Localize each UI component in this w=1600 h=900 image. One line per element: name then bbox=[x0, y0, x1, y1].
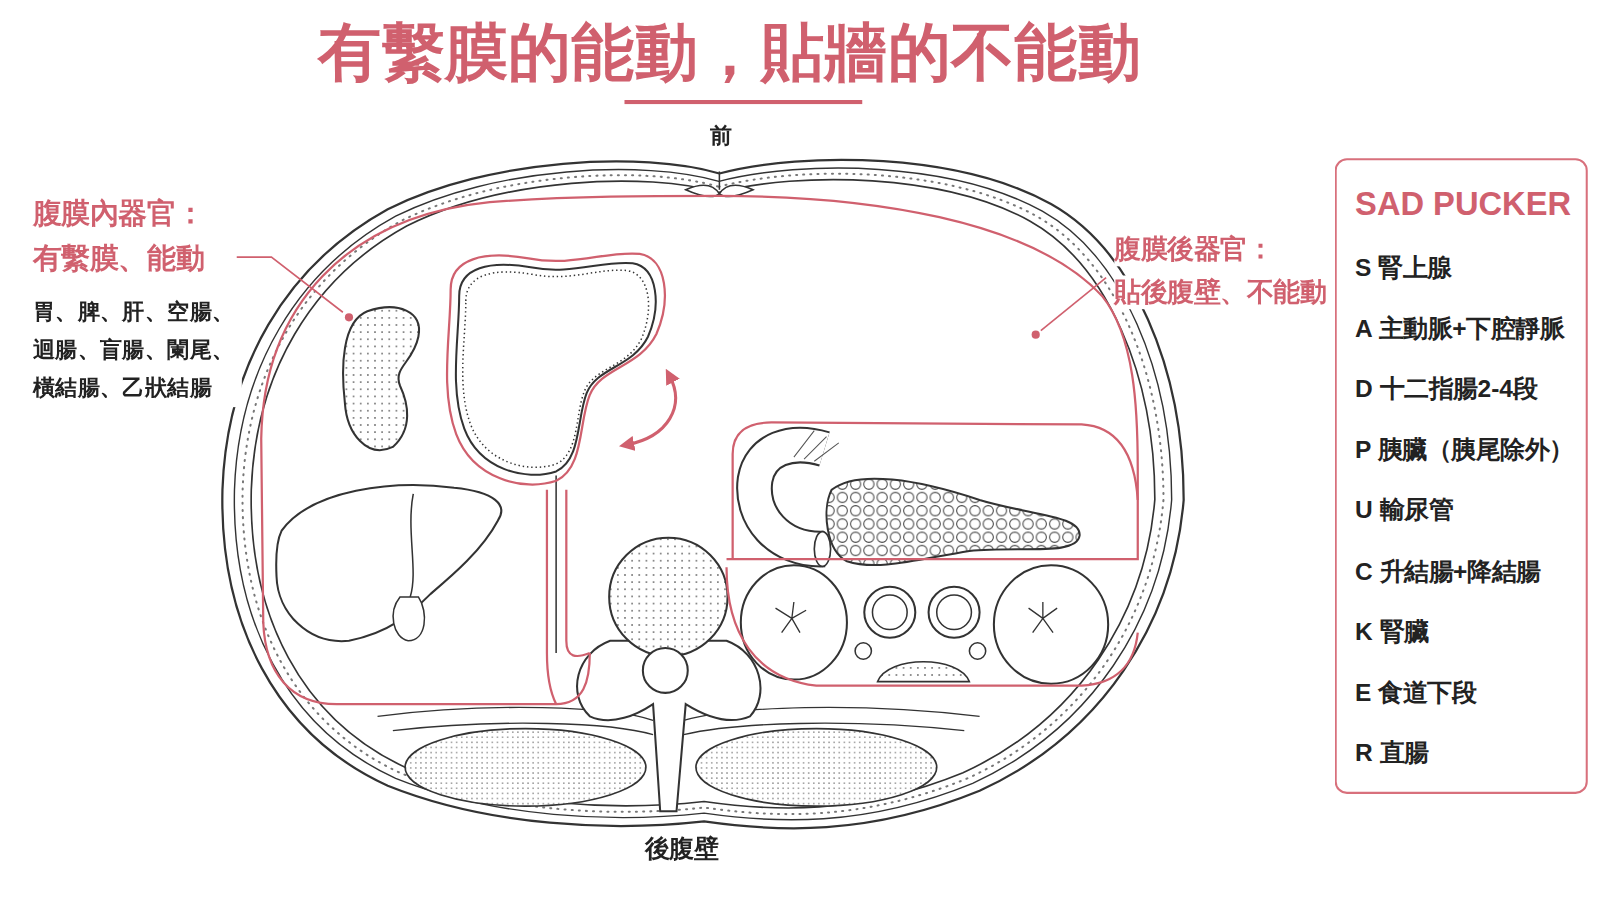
ureter bbox=[969, 643, 985, 659]
annotation-label: 後腹壁 bbox=[645, 834, 718, 865]
label-holder: 有繫膜、能動 bbox=[33, 241, 204, 277]
retroperitoneal-line bbox=[727, 567, 1138, 685]
leader-line bbox=[237, 257, 343, 312]
vena-cava bbox=[929, 587, 980, 638]
aorta-lumen bbox=[872, 595, 907, 630]
mnemonic-item: D 十二指腸2-4段 bbox=[1355, 358, 1575, 419]
annotation-label: 貼後腹壁、不能動 bbox=[1114, 276, 1326, 309]
spleen bbox=[343, 307, 419, 450]
leader-line bbox=[1041, 278, 1106, 331]
annotation-label: 腹膜內器官： bbox=[33, 196, 204, 232]
mnemonic-item: A 主動脈+下腔靜脈 bbox=[1355, 297, 1575, 358]
ureter bbox=[855, 643, 871, 659]
aorta bbox=[864, 587, 915, 638]
title-underline bbox=[624, 100, 862, 104]
psoas-muscle bbox=[878, 662, 970, 682]
label-holder: 後腹壁 bbox=[645, 834, 718, 865]
stomach-mucosa bbox=[463, 270, 649, 467]
mobility-arrow bbox=[627, 376, 676, 445]
body-wall-fat bbox=[243, 174, 1164, 814]
annotation-label: 前 bbox=[710, 121, 732, 149]
mnemonic-heading: SAD PUCKER bbox=[1355, 160, 1575, 223]
duodenum-lumen bbox=[754, 445, 824, 549]
peritoneum-over-pancreas bbox=[733, 422, 1138, 559]
leader-dot bbox=[345, 313, 353, 321]
vena-cava-lumen bbox=[937, 595, 972, 630]
back-muscle bbox=[405, 729, 646, 807]
gallbladder bbox=[393, 597, 424, 641]
vertebral-body bbox=[609, 538, 727, 656]
body-wall-layer bbox=[234, 168, 1171, 820]
spinal-canal bbox=[643, 648, 688, 693]
mnemonic-item: C 升結腸+降結腸 bbox=[1355, 540, 1575, 601]
organ-list: 胃、脾、肝、空腸、迴腸、盲腸、闌尾、橫結腸、乙狀結腸 bbox=[33, 294, 242, 407]
pancreas bbox=[827, 479, 1080, 565]
vertebral-arch bbox=[577, 641, 760, 811]
visceral-peritoneum bbox=[447, 253, 665, 484]
kidney bbox=[741, 565, 847, 679]
diagram-title: 有繫膜的能動，貼牆的不能動 bbox=[318, 13, 1140, 92]
kidney-hilum bbox=[1029, 602, 1058, 633]
label-holder: 胃、脾、肝、空腸、迴腸、盲腸、闌尾、橫結腸、乙狀結腸 bbox=[33, 294, 242, 407]
label-holder: 前 bbox=[710, 121, 732, 149]
liver-fissure bbox=[410, 494, 413, 597]
mesentery-vessel bbox=[555, 476, 557, 654]
pylorus-folds bbox=[794, 431, 839, 462]
stomach bbox=[456, 263, 656, 475]
back-muscle bbox=[696, 729, 937, 807]
label-holder: 腹膜後器官： bbox=[1114, 233, 1273, 266]
mnemonic-item: U 輸尿管 bbox=[1355, 480, 1575, 541]
annotation-label: 有繫膜、能動 bbox=[33, 241, 204, 277]
leader-dot bbox=[1032, 331, 1040, 339]
annotation-label: 腹膜後器官： bbox=[1114, 233, 1273, 266]
title-holder: 有繫膜的能動，貼牆的不能動 bbox=[318, 13, 1140, 92]
mesentery bbox=[547, 490, 590, 704]
mnemonic-box: SAD PUCKER S 腎上腺A 主動脈+下腔靜脈D 十二指腸2-4段P 胰臟（… bbox=[1335, 158, 1588, 794]
body-skin bbox=[222, 160, 1183, 829]
duodenum-end bbox=[814, 532, 830, 567]
label-holder: 貼後腹壁、不能動 bbox=[1114, 276, 1326, 309]
label-holder: 腹膜內器官： bbox=[33, 196, 204, 232]
mnemonic-item: S 腎上腺 bbox=[1355, 237, 1575, 298]
parietal-peritoneum bbox=[261, 196, 1138, 704]
liver bbox=[276, 485, 501, 641]
kidney bbox=[994, 565, 1108, 683]
mnemonic-item: E 食道下段 bbox=[1355, 662, 1575, 723]
duodenum-wall bbox=[754, 445, 824, 549]
kidney-hilum bbox=[776, 602, 807, 633]
mnemonic-item: K 腎臟 bbox=[1355, 601, 1575, 662]
linea-alba bbox=[719, 171, 721, 189]
mnemonic-item: R 直腸 bbox=[1355, 722, 1575, 783]
mnemonic-item: P 胰臟（胰尾除外） bbox=[1355, 419, 1575, 480]
